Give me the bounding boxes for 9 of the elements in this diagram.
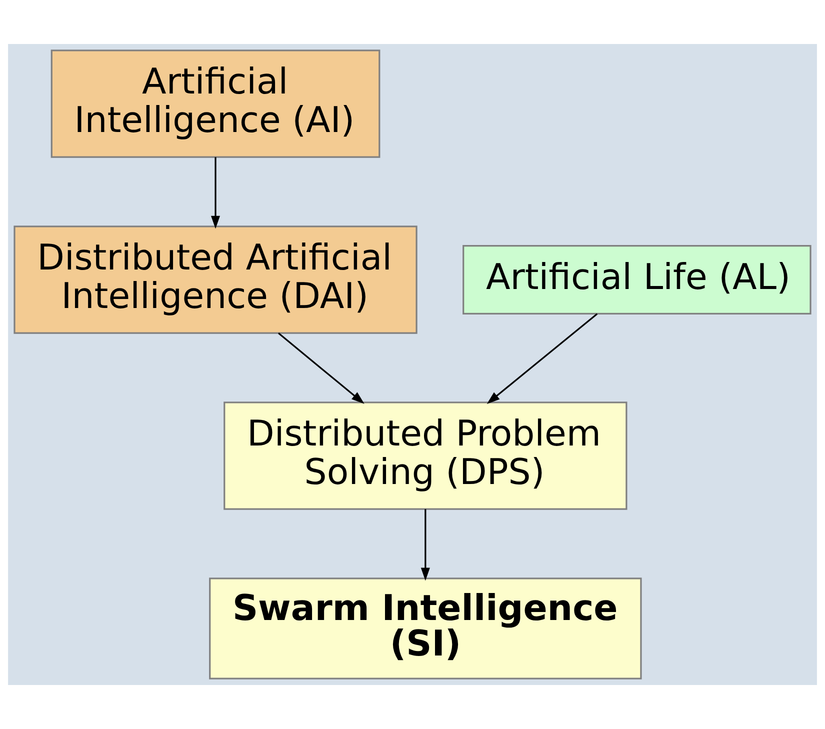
arrow [210,157,220,229]
node-box: Swarm Intelligence (SI) [209,578,642,680]
node-box: Distributed Artificial Intelligence (DAI) [14,226,418,334]
arrow [278,332,364,404]
node-box: Distributed Problem Solving (DPS) [224,402,628,510]
arrow [486,313,598,404]
node-box: Artificial Intelligence (AI) [50,50,380,158]
arrow [420,509,430,581]
node-box: Artificial Life (AL) [462,245,812,314]
